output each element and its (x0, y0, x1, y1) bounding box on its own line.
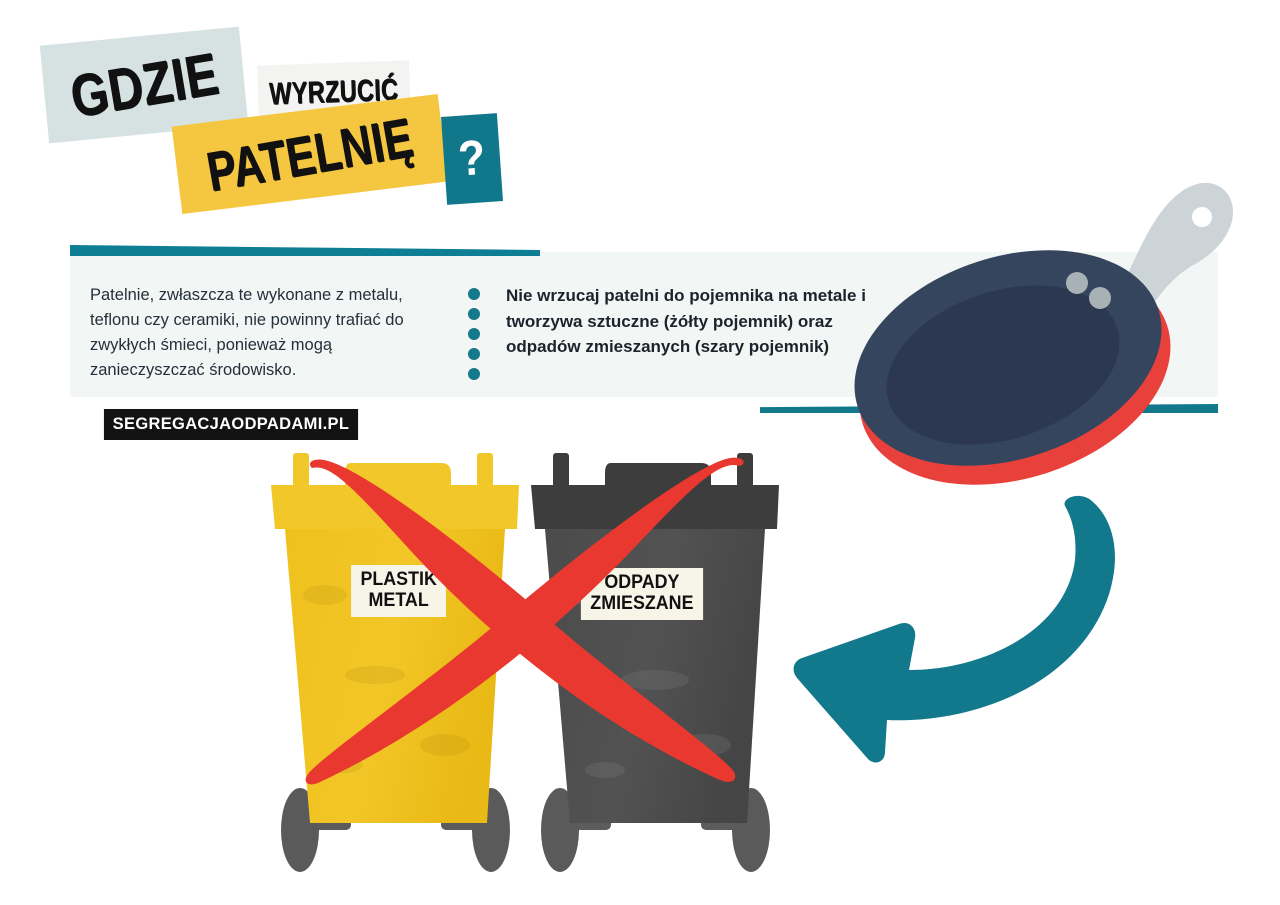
question-mark-glyph: ? (456, 130, 488, 187)
pan-rivets-icon (1066, 272, 1111, 309)
bullet-dot-icon (468, 288, 480, 300)
bin-yellow-handle-left (293, 453, 309, 487)
banner-warning-text: Nie wrzucaj patelni do pojemnika na meta… (506, 286, 866, 356)
curved-arrow-icon (793, 495, 1115, 763)
red-cross-out-mark (305, 457, 744, 785)
bin-label-plastik-metal: PLASTIK METAL (351, 565, 447, 617)
bin-yellow-handle-right (477, 453, 493, 487)
red-stroke-up (305, 457, 744, 785)
bullet-dot-icon (468, 328, 480, 340)
bullet-dot-icon (468, 368, 480, 380)
bin-label-line1: ODPADY (604, 572, 680, 593)
pan-inner-surface (886, 285, 1120, 445)
bullet-dot-icon (468, 348, 480, 360)
banner-description-text: Patelnie, zwłaszcza te wykonane z metalu… (90, 286, 404, 380)
bullet-dot-icon (468, 308, 480, 320)
pan-handle-hole (1192, 207, 1212, 227)
title-word-patelnie: PATELNIĘ (202, 105, 418, 203)
title-word-gdzie: GDZIE (65, 40, 223, 130)
bullet-divider-dots (468, 288, 484, 380)
bin-label-line1: PLASTIK (360, 569, 437, 590)
frying-pan-illustration (854, 182, 1233, 485)
website-url-badge[interactable]: SEGREGACJAODPADAMI.PL (103, 409, 358, 440)
bin-label-odpady-zmieszane: ODPADY ZMIESZANE (580, 568, 703, 620)
title-tag-question-mark: ? (440, 113, 504, 205)
bin-label-line2: ZMIESZANE (590, 593, 694, 615)
bin-gray-handle-left (553, 453, 569, 487)
bin-yellow-lid-hump (345, 463, 451, 486)
banner-top-accent-bar (70, 245, 540, 256)
bin-label-line2: METAL (368, 590, 429, 612)
